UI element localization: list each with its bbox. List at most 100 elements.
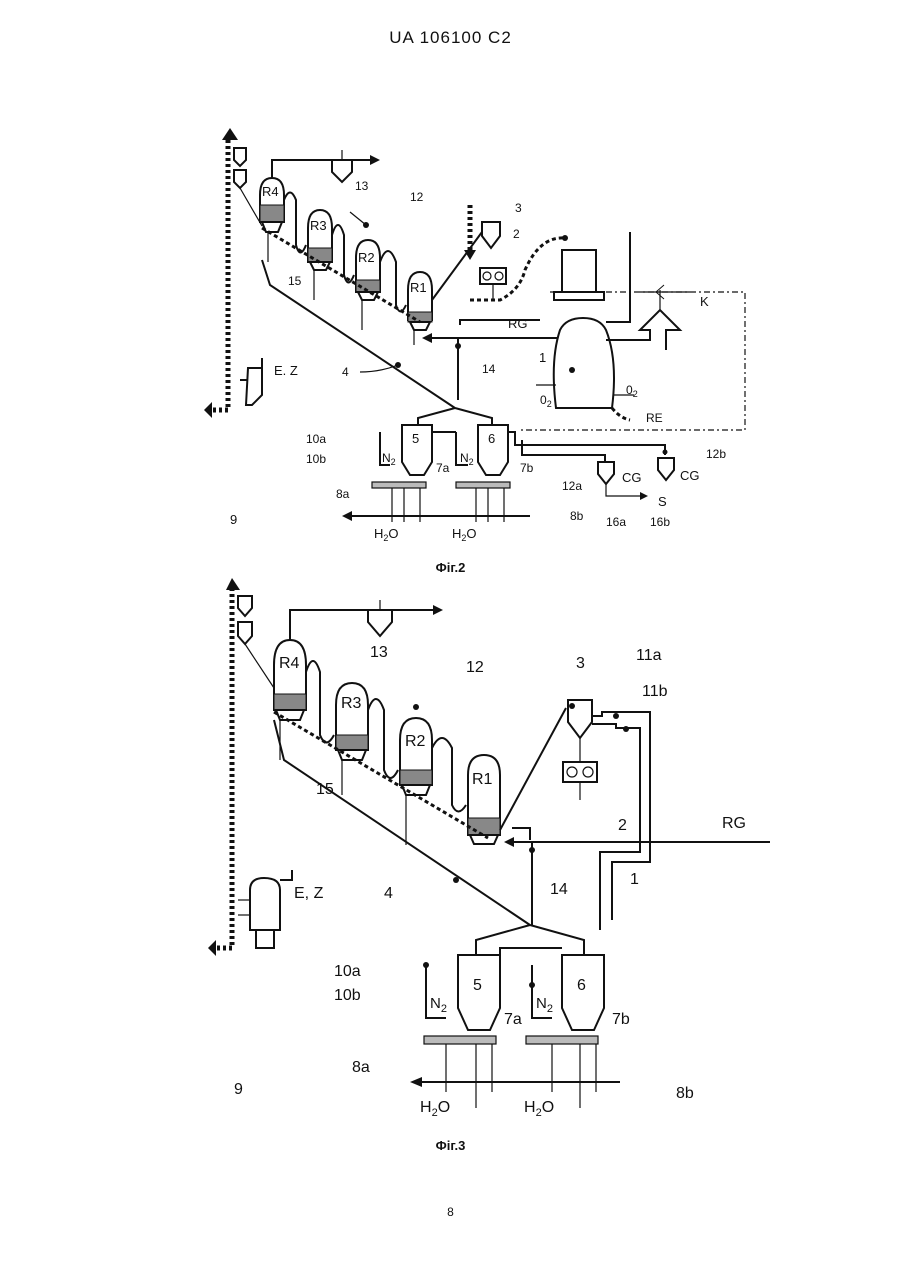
- reactor-R4: [274, 640, 306, 720]
- label-9: 9: [234, 1081, 243, 1098]
- cooling-plate-8a: [372, 482, 426, 488]
- label-12a: 12a: [562, 479, 582, 493]
- label-12b: 12b: [706, 447, 726, 461]
- label-8b: 8b: [570, 509, 584, 523]
- label-4: 4: [384, 885, 393, 902]
- cyclone-cg1: [598, 462, 614, 484]
- melter-top-box: [562, 250, 596, 292]
- gas-loop: [306, 661, 334, 743]
- label-K: K: [700, 294, 709, 309]
- label-RE: RE: [646, 411, 663, 425]
- reactor-R2-label: R2: [358, 250, 375, 265]
- gas-loop: [432, 738, 466, 812]
- label-13: 13: [370, 644, 388, 661]
- label-11b: 11b: [642, 683, 668, 700]
- reactor-R1-label: R1: [472, 771, 493, 788]
- label-7a: 7a: [504, 1011, 522, 1028]
- label-14: 14: [482, 362, 496, 376]
- label-7b: 7b: [520, 461, 534, 475]
- hopper-icon: [234, 148, 246, 166]
- cooling-plate-8a: [424, 1036, 496, 1044]
- cyclone-icon: [368, 610, 392, 636]
- label-7b: 7b: [612, 1011, 630, 1028]
- vessel-5-label: 5: [473, 977, 482, 994]
- gas-loop: [368, 699, 398, 778]
- cyclone-cg2: [658, 458, 674, 480]
- label-15: 15: [288, 274, 302, 288]
- cyclone-icon: [332, 160, 352, 182]
- reactor-R2-label: R2: [405, 733, 426, 750]
- reactor-R4-label: R4: [279, 655, 300, 672]
- label-O2-right: 02: [626, 383, 638, 399]
- reactor-R3-label: R3: [341, 695, 362, 712]
- hopper-icon: [238, 622, 252, 644]
- crusher-2-icon: [480, 268, 506, 284]
- label-H2O-b: H2O: [524, 1099, 554, 1119]
- label-12: 12: [466, 659, 484, 676]
- label-10b: 10b: [306, 452, 326, 466]
- vessel-6-label: 6: [488, 431, 495, 446]
- gas-tank-icon: [250, 878, 280, 930]
- arrow-icon: [204, 402, 212, 418]
- label-S: S: [658, 494, 667, 509]
- label-7a: 7a: [436, 461, 450, 475]
- label-H2O-b: H2O: [452, 526, 477, 543]
- crusher-2-icon: [563, 762, 597, 782]
- vessel-6-label: 6: [577, 977, 586, 994]
- dashed-feed-line: [212, 140, 228, 410]
- label-N2-a: N2: [382, 451, 396, 467]
- dashed-feed-line: [214, 588, 232, 948]
- label-16b: 16b: [650, 515, 670, 529]
- label-H2O-a: H2O: [420, 1099, 450, 1119]
- melter-gasifier: [554, 318, 614, 408]
- label-EZ: E. Z: [274, 363, 298, 378]
- reactor-R2: [356, 240, 380, 300]
- label-3: 3: [576, 655, 585, 672]
- label-CG-2: CG: [680, 468, 700, 483]
- arrow-icon: [222, 128, 238, 140]
- vessel-5-label: 5: [412, 431, 419, 446]
- label-N2-b: N2: [460, 451, 474, 467]
- label-9: 9: [230, 512, 237, 527]
- reactor-R4-label: R4: [262, 184, 279, 199]
- label-1: 1: [630, 871, 639, 888]
- label-EZ: E, Z: [294, 885, 324, 902]
- cooling-plate-8b: [526, 1036, 598, 1044]
- page-number: 8: [0, 1205, 901, 1219]
- label-N2-b: N2: [536, 995, 553, 1015]
- cooling-plate-8b: [456, 482, 510, 488]
- label-N2-a: N2: [430, 995, 447, 1015]
- figure-2-diagram: R4 R3 R2 R1: [0, 0, 901, 560]
- label-3: 3: [515, 201, 522, 215]
- label-10a: 10a: [306, 432, 326, 446]
- label-1: 1: [539, 350, 546, 365]
- label-13: 13: [355, 179, 369, 193]
- reactor-R1-label: R1: [410, 280, 427, 295]
- label-4: 4: [342, 365, 349, 379]
- gas-loop: [332, 225, 354, 283]
- label-8a: 8a: [352, 1059, 370, 1076]
- hopper-icon: [238, 596, 252, 616]
- label-8a: 8a: [336, 487, 350, 501]
- label-2: 2: [618, 817, 627, 834]
- cyclone-hot: [606, 310, 680, 350]
- label-O2-left: 02: [540, 393, 552, 409]
- gas-tank-icon: [240, 368, 262, 405]
- label-CG-1: CG: [622, 470, 642, 485]
- figure-3-caption: Фіг.3: [0, 1138, 901, 1153]
- label-14: 14: [550, 881, 568, 898]
- reactor-R2: [400, 718, 432, 795]
- figure-3-diagram: R4 R3 R2 R1 5 6: [0, 570, 901, 1135]
- label-10b: 10b: [334, 987, 361, 1004]
- label-RG: RG: [722, 815, 746, 832]
- label-12: 12: [410, 190, 424, 204]
- reactor-R3-label: R3: [310, 218, 327, 233]
- label-11a: 11a: [636, 647, 662, 664]
- label-2: 2: [513, 227, 520, 241]
- label-10a: 10a: [334, 963, 361, 980]
- label-8b: 8b: [676, 1085, 694, 1102]
- hopper-3-icon: [482, 222, 500, 248]
- hopper-icon: [234, 170, 246, 188]
- label-RG: RG: [508, 316, 528, 331]
- label-16a: 16a: [606, 515, 626, 529]
